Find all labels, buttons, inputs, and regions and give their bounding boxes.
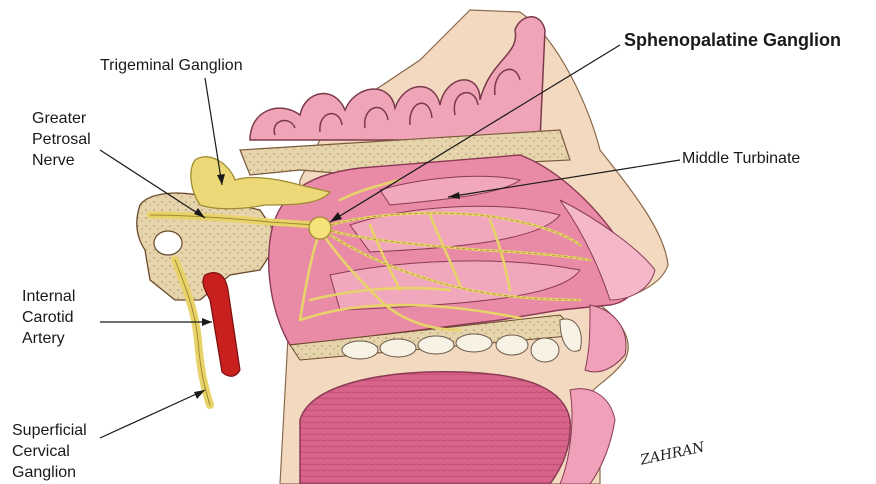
label-line: Ganglion bbox=[12, 462, 87, 483]
label-internal-carotid-artery: Internal Carotid Artery bbox=[22, 286, 75, 349]
label-line: Internal bbox=[22, 286, 75, 307]
label-line: Artery bbox=[22, 328, 75, 349]
internal-carotid-artery bbox=[203, 273, 240, 377]
foramen bbox=[154, 231, 182, 255]
label-line: Petrosal bbox=[32, 129, 91, 150]
label-sphenopalatine-ganglion: Sphenopalatine Ganglion bbox=[624, 30, 841, 51]
label-greater-petrosal-nerve: Greater Petrosal Nerve bbox=[32, 108, 91, 171]
label-line: Carotid bbox=[22, 307, 75, 328]
label-line: Greater bbox=[32, 108, 91, 129]
label-line: Cervical bbox=[12, 441, 87, 462]
label-line: Nerve bbox=[32, 150, 91, 171]
label-trigeminal-ganglion: Trigeminal Ganglion bbox=[100, 55, 243, 76]
label-line: Superficial bbox=[12, 420, 87, 441]
tongue bbox=[300, 372, 570, 484]
label-superficial-cervical-ganglion: Superficial Cervical Ganglion bbox=[12, 420, 87, 483]
label-middle-turbinate: Middle Turbinate bbox=[682, 148, 800, 169]
